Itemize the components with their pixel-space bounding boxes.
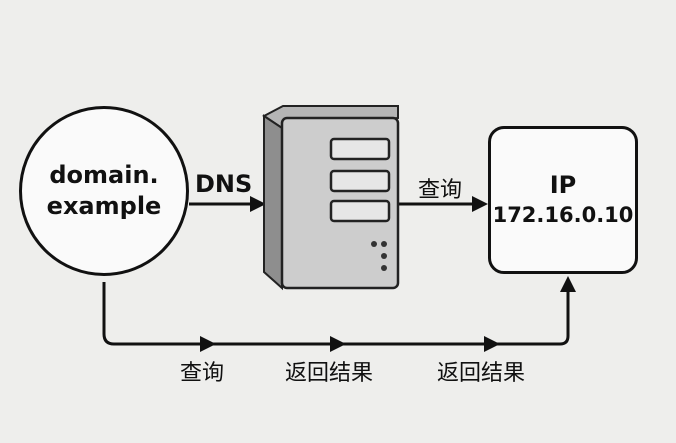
arrowhead-bottom-3 bbox=[484, 336, 500, 352]
edge-bottom-return-path bbox=[102, 282, 570, 346]
domain-line-1: domain. bbox=[49, 161, 159, 189]
edge-label-return-1: 返回结果 bbox=[285, 361, 374, 386]
arrowhead-server-to-ip bbox=[472, 196, 488, 212]
edge-label-query-bottom: 查询 bbox=[180, 361, 225, 386]
domain-line-2: example bbox=[46, 192, 162, 220]
ip-address: 172.16.0.10 bbox=[492, 203, 634, 227]
arrowhead-bottom-1 bbox=[200, 336, 216, 352]
edge-label-return-2: 返回结果 bbox=[437, 361, 526, 386]
ip-label: IP bbox=[549, 171, 577, 199]
arrowhead-bottom-2 bbox=[330, 336, 346, 352]
edge-label-dns: DNS bbox=[195, 170, 253, 198]
edge-label-query-top: 查询 bbox=[418, 178, 463, 203]
arrowhead-up-to-ip bbox=[560, 276, 576, 292]
domain-node: domain. example bbox=[19, 106, 189, 276]
ip-result-node: IP 172.16.0.10 bbox=[488, 126, 638, 274]
server-tower-icon bbox=[262, 105, 400, 291]
arrowhead-domain-to-server bbox=[250, 196, 266, 212]
